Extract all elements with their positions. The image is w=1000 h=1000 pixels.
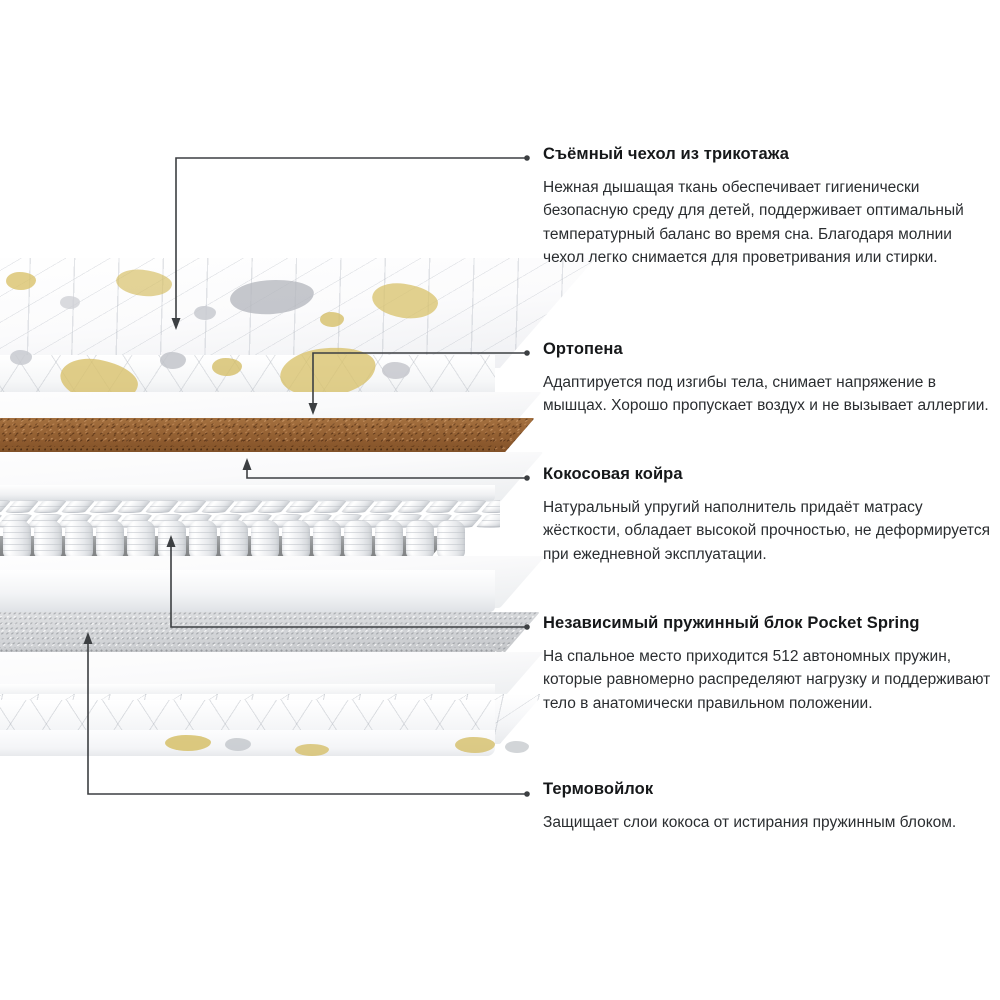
leader-line-coir [242, 458, 530, 481]
foam-spacer-front-edge [0, 485, 495, 501]
callout-thermo-felt: Термовойлок Защищает слои кокоса от исти… [543, 780, 993, 834]
callout-pocket-spring: Независимый пружинный блок Pocket Spring… [543, 614, 993, 715]
callout-coir-body: Натуральный упругий наполнитель придаёт … [543, 498, 991, 563]
callout-orthofoam-body: Адаптируется под изгибы тела, снимает на… [543, 373, 989, 415]
leader-line-orthofoam [308, 350, 530, 415]
leader-line-thermo-felt [83, 632, 530, 797]
callout-cover-body: Нежная дышащая ткань обеспечивает гигиен… [543, 178, 964, 267]
callout-cover: Съёмный чехол из трикотажа Нежная дышаща… [543, 145, 993, 270]
callout-coir-title: Кокосовая койра [543, 465, 683, 483]
callout-thermo-felt-body: Защищает слои кокоса от истирания пружин… [543, 813, 957, 831]
spring-frame-front-edge [0, 570, 495, 612]
callout-pocket-spring-body: На спальное место приходится 512 автоном… [543, 647, 991, 712]
callout-cover-title: Съёмный чехол из трикотажа [543, 145, 790, 163]
callout-orthofoam-title: Ортопена [543, 340, 623, 358]
callout-coir: Кокосовая койра Натуральный упругий напо… [543, 465, 993, 566]
leader-line-pocket-spring [166, 535, 530, 630]
leader-line-cover [171, 155, 530, 330]
callout-thermo-felt-title: Термовойлок [543, 780, 654, 798]
callout-pocket-spring-title: Независимый пружинный блок Pocket Spring [543, 614, 920, 632]
spring-coils [0, 498, 500, 576]
callout-orthofoam: Ортопена Адаптируется под изгибы тела, с… [543, 340, 993, 418]
